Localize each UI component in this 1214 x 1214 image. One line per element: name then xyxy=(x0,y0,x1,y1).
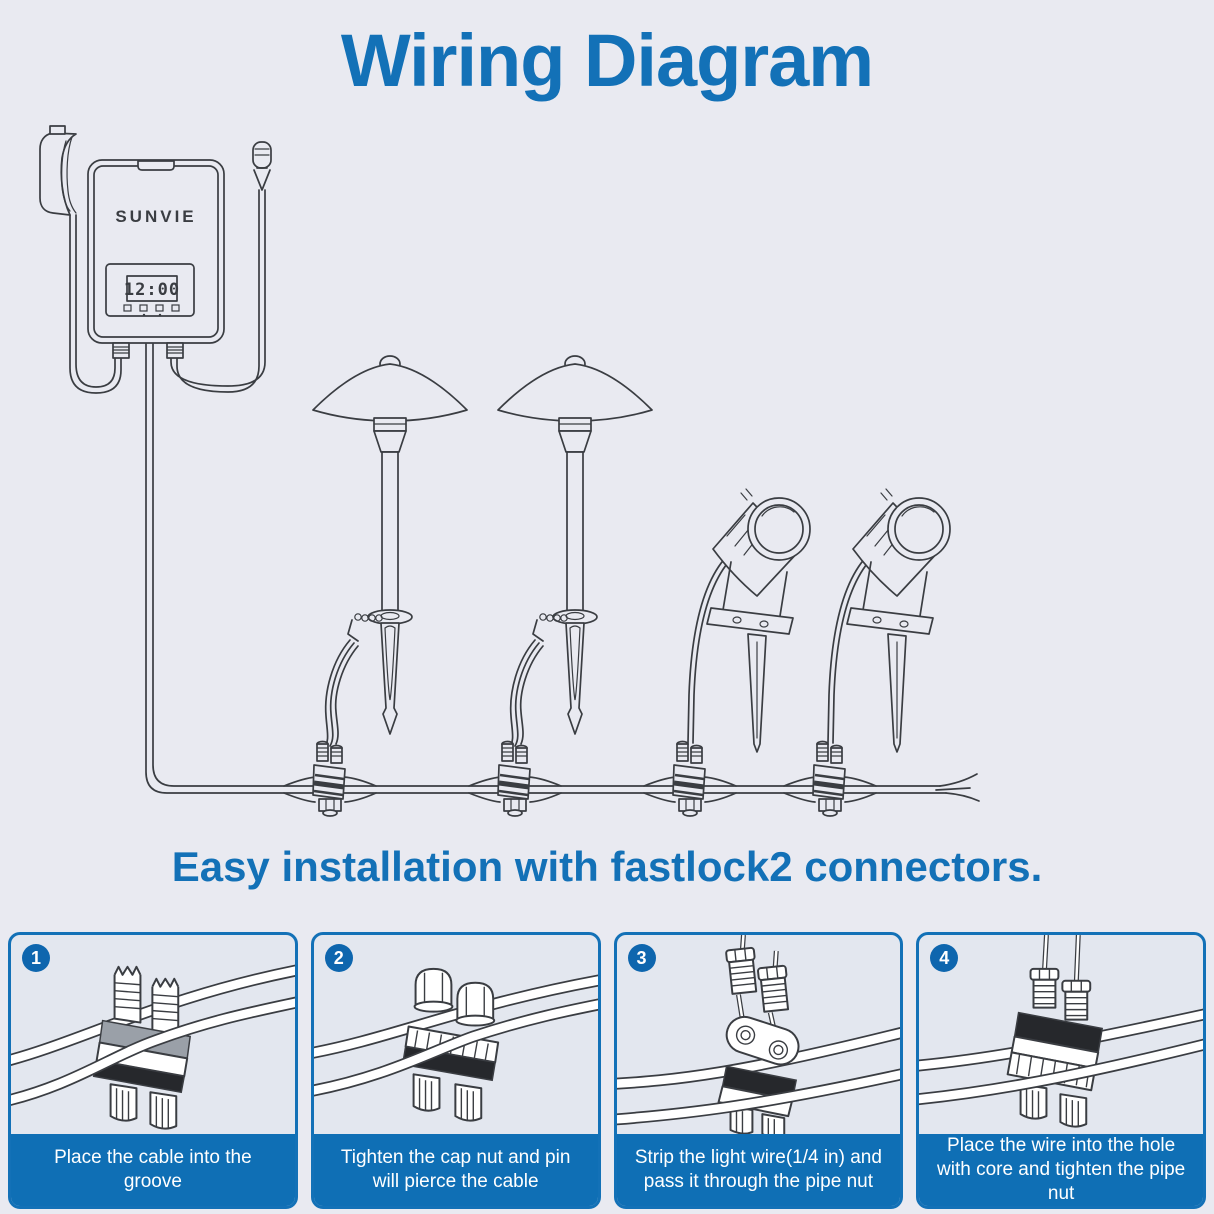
path-light-2 xyxy=(469,356,652,816)
step-2-panel: 2 xyxy=(310,932,601,1209)
step-1-panel: 1 xyxy=(8,932,298,1209)
brand-logo: SUNVIE xyxy=(115,207,196,226)
step-2-caption: Tighten the cap nut and pin will pierce … xyxy=(313,1134,598,1206)
light-sensor-icon xyxy=(170,141,272,393)
transformer: SUNVIE 12:00 xyxy=(87,159,225,359)
path-light-1 xyxy=(284,356,467,816)
step-4-caption: Place the wire into the hole with core a… xyxy=(919,1134,1203,1206)
wiring-diagram-illustration: SUNVIE 12:00 xyxy=(39,125,980,860)
step-4-illustration xyxy=(919,935,1204,1134)
spot-light-1 xyxy=(644,489,810,816)
step-3-badge: 3 xyxy=(627,944,656,972)
step-1-badge: 1 xyxy=(22,944,50,972)
step-2-badge: 2 xyxy=(324,944,353,972)
step-4-badge: 4 xyxy=(930,944,959,972)
subtitle: Easy installation with fastlock2 connect… xyxy=(171,843,1043,890)
step-3-illustration xyxy=(616,935,901,1139)
step-2-illustration xyxy=(313,935,598,1134)
step-3-panel: 3 xyxy=(613,932,904,1209)
timer-display: 12:00 xyxy=(124,280,180,300)
page-title: Wiring Diagram xyxy=(340,19,874,102)
step-3-caption: Strip the light wire(1/4 in) and pass it… xyxy=(616,1134,901,1206)
step-1-caption: Place the cable into the groove xyxy=(11,1134,295,1206)
step-4-panel: 4 xyxy=(916,932,1206,1209)
wall-plug-icon xyxy=(39,125,122,394)
step-1-illustration xyxy=(10,935,295,1134)
main-cable xyxy=(145,343,980,802)
installation-steps: 1 xyxy=(8,932,1206,1209)
